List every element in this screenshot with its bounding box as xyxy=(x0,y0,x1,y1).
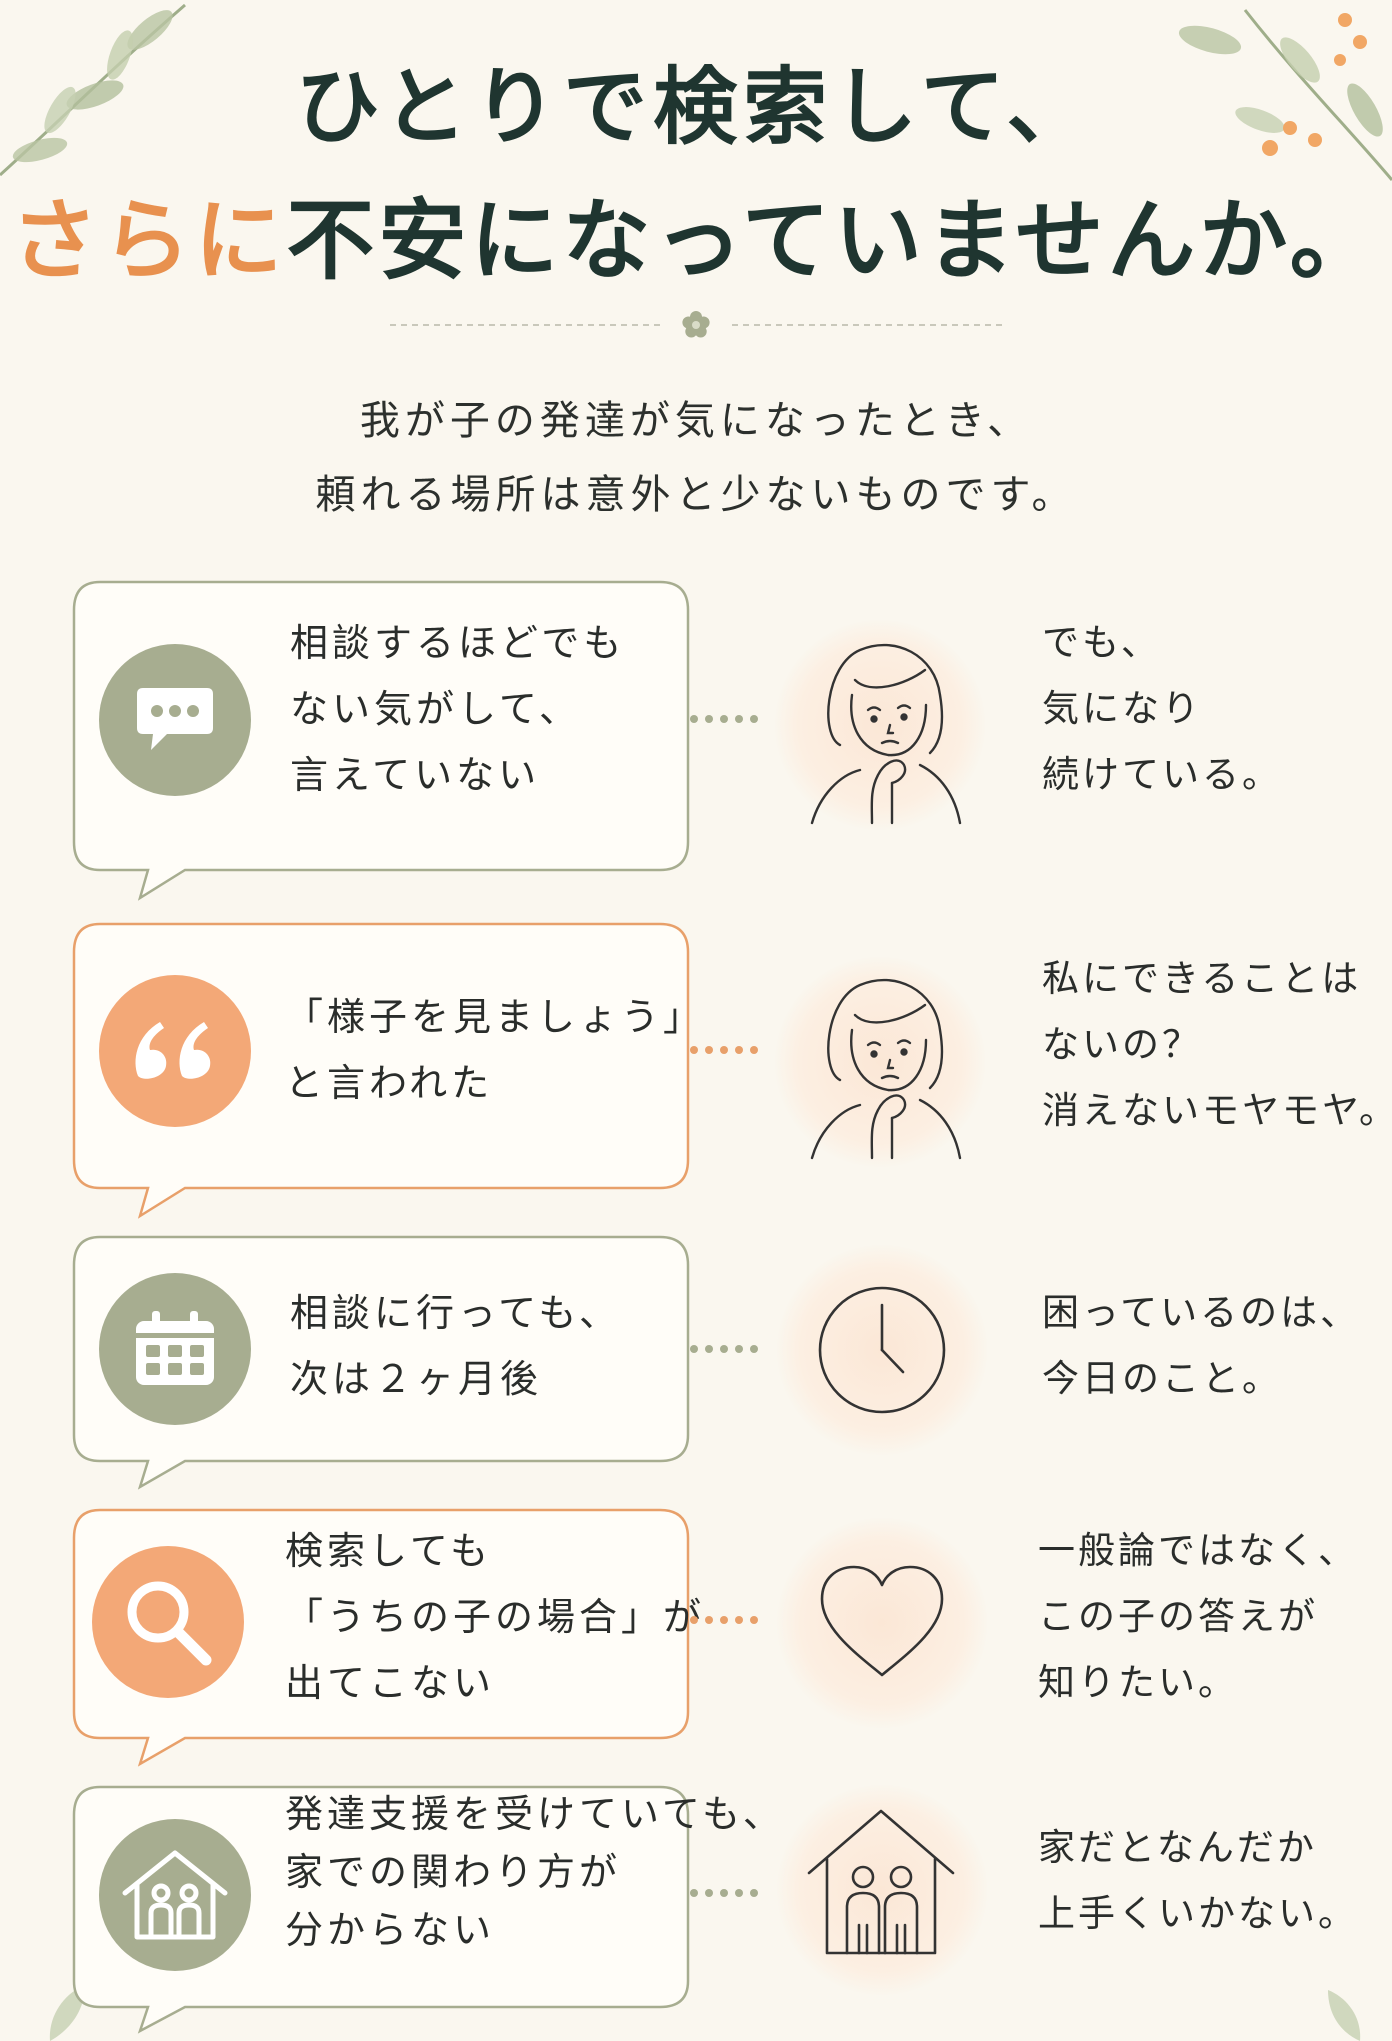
concern-text: 発達支援を受けていても、 家での関わり方が 分からない xyxy=(285,1792,785,1952)
concern-row-4: 検索しても 「うちの子の場合」が 出てこない 一般論ではなく、 この子の答えが … xyxy=(0,1508,1392,1768)
connector-dots xyxy=(690,1345,758,1353)
page-title-line2: さらに不安になっていませんか。 xyxy=(0,170,1392,297)
speech-bubble-icon xyxy=(137,688,213,750)
concern-row-2: 「様子を見ましょう」 と言われた 私にできることは ないの？ 消えないモヤモヤ。 xyxy=(0,922,1392,1222)
lead-line1: 我が子の発達が気になったとき、 xyxy=(359,398,1033,444)
concern-row-1: 相談するほどでも ない気がして、 言えていない でも、 気になり 続けている。 xyxy=(0,580,1392,901)
connector-dots xyxy=(690,715,758,723)
speech-bubble-card xyxy=(72,1508,690,1767)
page-title-line2-rest: 不安になっていませんか。 xyxy=(286,189,1382,292)
figure-halo xyxy=(775,957,985,1167)
feeling-text: でも、 気になり 続けている。 xyxy=(1042,621,1282,796)
icon-badge xyxy=(99,1273,251,1425)
search-icon xyxy=(127,1581,212,1666)
icon-badge xyxy=(99,1819,251,1971)
page-title-line1: ひとりで検索して、 xyxy=(295,58,1097,156)
icon-badge xyxy=(92,1546,244,1698)
figure-halo xyxy=(777,1518,987,1728)
home-family-icon xyxy=(807,1809,955,1955)
heart-icon xyxy=(820,1565,944,1677)
feeling-text: 一般論ではなく、 この子の答えが 知りたい。 xyxy=(1038,1529,1358,1704)
connector-dots xyxy=(690,1889,758,1897)
worried-woman-icon xyxy=(810,643,962,825)
clock-icon xyxy=(818,1286,946,1414)
leaf-branch-top-left-icon xyxy=(0,3,186,177)
feeling-text: 家だとなんだか 上手くいかない。 xyxy=(1038,1826,1358,1935)
concern-row-3: 相談に行っても、 次は２ヶ月後 困っているのは、 今日のこと。 xyxy=(0,1235,1392,1490)
leaf-bottom-left-icon xyxy=(49,1985,85,2041)
leaf-branch-top-right-icon xyxy=(1178,9,1392,181)
connector-dots xyxy=(690,1046,758,1054)
speech-bubble-card xyxy=(72,580,690,901)
connector-dots xyxy=(690,1616,758,1624)
figure-halo xyxy=(777,1785,987,1995)
leaf-bottom-right-icon xyxy=(1328,1990,1361,2041)
lead-line2: 頼れる場所は意外と少ないものです。 xyxy=(315,472,1077,518)
flower-divider xyxy=(390,311,1002,338)
quote-icon xyxy=(135,1022,211,1079)
calendar-icon xyxy=(136,1311,214,1385)
concern-text: 検索しても 「うちの子の場合」が 出てこない xyxy=(285,1529,706,1705)
worried-woman-icon xyxy=(810,978,962,1160)
feeling-text: 困っているのは、 今日のこと。 xyxy=(1042,1291,1361,1400)
page-title-accent: さらに xyxy=(10,189,287,292)
concern-text: 相談に行っても、 次は２ヶ月後 xyxy=(290,1291,622,1401)
concern-text: 「様子を見ましょう」 と言われた xyxy=(285,995,706,1105)
feeling-text: 私にできることは ないの？ 消えないモヤモヤ。 xyxy=(1042,957,1392,1132)
concern-row-5: 発達支援を受けていても、 家での関わり方が 分からない 家だとなんだか 上手くい… xyxy=(0,1785,1392,2035)
family-house-icon xyxy=(122,1850,228,1940)
icon-badge xyxy=(99,644,251,796)
icon-badge xyxy=(99,975,251,1127)
concern-text: 相談するほどでも ない気がして、 言えていない xyxy=(290,621,626,797)
flower-icon xyxy=(682,311,710,338)
